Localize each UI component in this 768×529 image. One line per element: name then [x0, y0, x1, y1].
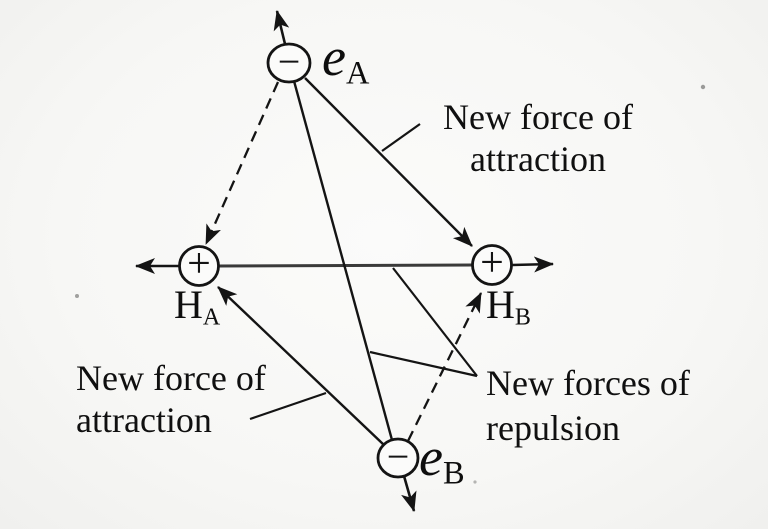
callout-line-repulsion-to-electron-line	[369, 350, 478, 378]
electron-a-label: eA	[322, 30, 369, 90]
electron-b-label: eB	[419, 430, 465, 490]
electron-b-subscript: B	[442, 455, 465, 492]
nucleus-a-symbol: H	[174, 282, 203, 327]
callout-line-attraction-top	[381, 123, 421, 152]
electron-a-subscript: A	[345, 55, 370, 92]
scan-speck	[75, 294, 79, 298]
callout-line-repulsion-to-axis	[392, 267, 478, 377]
plus-sign-nucleus-a: +	[187, 241, 211, 287]
nucleus-b-symbol: H	[486, 282, 515, 327]
nucleus-a-circle	[178, 245, 220, 287]
annotation-repulsion-line1: New forces of	[486, 363, 690, 403]
minus-sign-electron-b: −	[387, 434, 410, 479]
annotation-attraction-bottom: New force of attraction	[76, 357, 266, 441]
attraction-arrow-eb-to-hb-dashed	[406, 292, 483, 442]
annotation-attraction-bottom-line1: New force of	[76, 358, 266, 398]
annotation-repulsion-line2: repulsion	[486, 408, 620, 448]
scan-speck	[473, 480, 477, 484]
nucleus-b-label: HB	[486, 282, 531, 331]
nucleus-a-subscript: A	[202, 304, 221, 331]
attraction-arrow-eb-to-ha	[217, 286, 384, 445]
nucleus-a-label: HA	[174, 282, 221, 331]
attraction-arrow-ea-to-hb	[304, 77, 473, 247]
outward-arrow-eb	[401, 475, 417, 512]
nucleus-b-subscript: B	[514, 304, 531, 331]
electron-a-symbol: e	[322, 27, 346, 87]
electron-b-symbol: e	[419, 427, 443, 487]
electron-electron-repulsion-line	[292, 80, 394, 441]
electron-b-circle	[376, 437, 420, 479]
scan-speck	[700, 84, 706, 90]
annotation-attraction-top-line1: New force of	[443, 97, 633, 137]
callout-line-attraction-bottom	[249, 391, 327, 421]
annotation-attraction-bottom-line2: attraction	[76, 400, 212, 440]
minus-sign-electron-a: −	[278, 39, 301, 84]
annotation-attraction-top-line2: attraction	[470, 139, 606, 179]
plus-sign-nucleus-b: +	[480, 240, 504, 286]
annotation-attraction-top: New force of attraction	[420, 96, 656, 180]
annotation-repulsion: New forces of repulsion	[486, 361, 690, 451]
attraction-arrow-ea-to-ha-dashed	[204, 81, 280, 245]
outward-arrow-ea	[273, 10, 290, 45]
nucleus-b-circle	[471, 244, 513, 286]
outward-arrow-hb	[511, 256, 554, 273]
electron-a-circle	[266, 42, 312, 84]
